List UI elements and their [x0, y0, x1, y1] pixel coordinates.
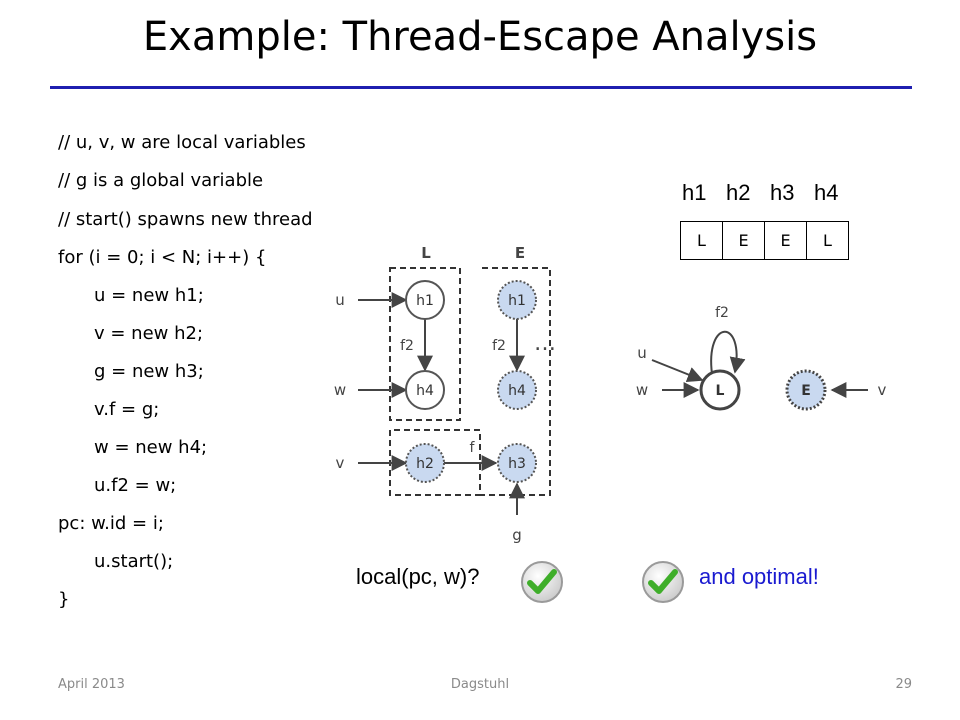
- heap-cell: L: [681, 222, 723, 259]
- abstract-var-label: v: [878, 381, 887, 399]
- slide-title: Example: Thread-Escape Analysis: [142, 14, 818, 60]
- node-h2: [405, 443, 445, 483]
- node-h4-escaped: [497, 370, 537, 410]
- code-line: u = new h1;: [94, 285, 204, 306]
- code-line: u.f2 = w;: [94, 475, 177, 496]
- var-label: u: [335, 291, 345, 309]
- query-text: local(pc, w)?: [356, 564, 480, 589]
- abstract-node-escaped: [785, 369, 827, 411]
- node-h4-local: [405, 370, 445, 410]
- code-line: g = new h3;: [94, 361, 204, 382]
- abstract-var-label: w: [636, 381, 648, 399]
- node-label: h3: [508, 456, 526, 472]
- heap-cell: L: [823, 231, 832, 250]
- node-h1-local: [405, 280, 445, 320]
- heap-cell: E: [723, 222, 765, 259]
- edge-L-self-f2: [710, 330, 746, 375]
- heap-header: h2: [726, 180, 751, 205]
- code-line: for (i = 0; i < N; i++) {: [58, 247, 267, 268]
- node-label: h2: [416, 456, 434, 472]
- check-icon: [642, 561, 684, 603]
- footer-date: April 2013: [58, 677, 125, 692]
- code-line: pc: w.id = i;: [58, 513, 164, 534]
- heap-table: L E E L: [680, 221, 849, 260]
- code-line: // u, v, w are local variables: [58, 132, 306, 153]
- node-h1-escaped: [497, 280, 537, 320]
- var-label: w: [334, 381, 346, 399]
- abstract-node-local: [699, 369, 741, 411]
- node-label: h4: [416, 383, 434, 399]
- edge-u-L: [651, 359, 704, 383]
- ellipsis: …: [534, 331, 556, 356]
- code-line: }: [58, 589, 70, 610]
- edge-label: f2: [492, 338, 506, 354]
- check-icon: [521, 561, 563, 603]
- node-label: h4: [508, 383, 526, 399]
- abstract-node-label: L: [716, 383, 725, 399]
- group-label-local: L: [421, 244, 431, 262]
- local-box: [389, 267, 461, 421]
- abstract-var-label: u: [637, 344, 647, 362]
- title-rule: [50, 86, 912, 89]
- footer-page-number: 29: [895, 677, 912, 692]
- optimal-text: and optimal!: [699, 564, 819, 589]
- abstract-edge-label: f2: [715, 305, 729, 321]
- heap-cell: E: [765, 222, 807, 259]
- edge-label: f2: [400, 338, 414, 354]
- code-line: // g is a global variable: [58, 170, 264, 191]
- escaped-box: [389, 267, 551, 496]
- heap-header: h3: [770, 180, 795, 205]
- node-label: h1: [416, 293, 434, 309]
- code-line: v.f = g;: [94, 399, 160, 420]
- node-label: h1: [508, 293, 526, 309]
- code-line: u.start();: [94, 551, 174, 572]
- var-label: v: [336, 454, 345, 472]
- var-label: g: [512, 526, 522, 544]
- code-line: v = new h2;: [94, 323, 204, 344]
- heap-header: h1: [682, 180, 707, 205]
- code-line: // start() spawns new thread: [58, 209, 313, 230]
- footer-venue: Dagstuhl: [450, 677, 510, 692]
- abstract-node-label: E: [801, 383, 811, 399]
- heap-header: h4: [814, 180, 839, 205]
- node-h3: [497, 443, 537, 483]
- code-line: w = new h4;: [94, 437, 208, 458]
- group-label-escaped: E: [515, 244, 525, 262]
- edge-label: f: [470, 440, 476, 456]
